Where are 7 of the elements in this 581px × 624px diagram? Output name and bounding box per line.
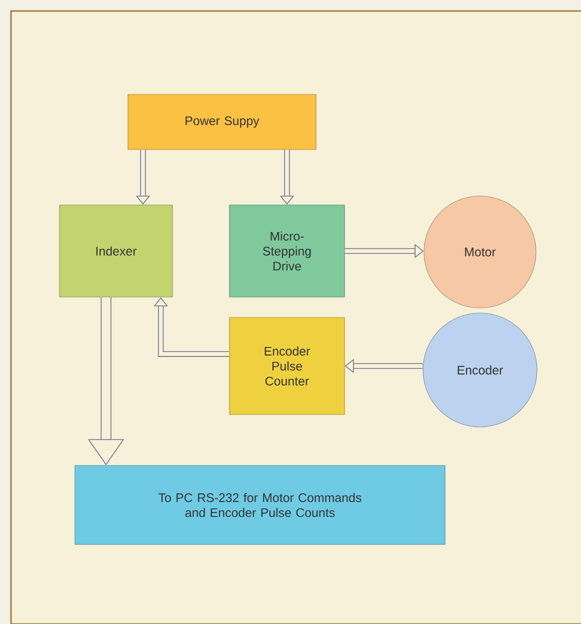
process-box: To PC RS-232 for Motor Commands and Encoder Pulse Counts — [74, 465, 446, 545]
process-box: Indexer — [59, 204, 173, 298]
process-box: Encoder Pulse Counter — [229, 317, 345, 415]
process-box: Micro-Stepping Drive — [229, 204, 345, 298]
process-box: Power Suppy — [128, 94, 316, 150]
circle-node: Motor — [424, 196, 536, 308]
circle-node: Encoder — [422, 312, 538, 428]
